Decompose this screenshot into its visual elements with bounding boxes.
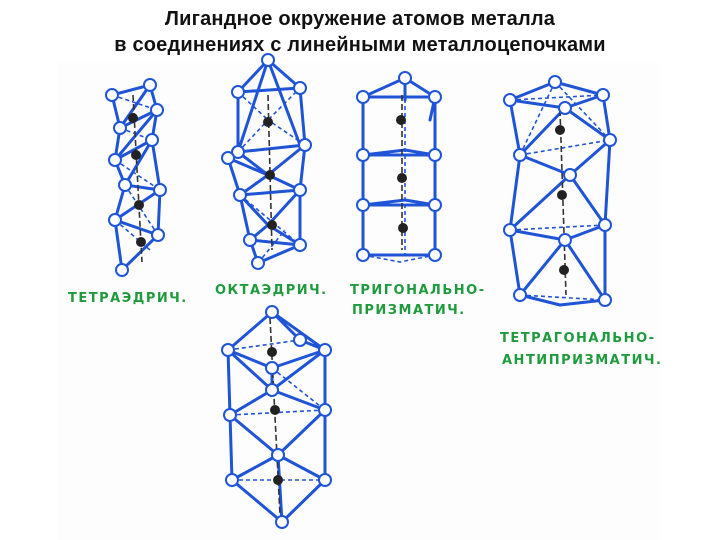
label-octahedral: ОКТАЭДРИЧ. — [215, 283, 328, 298]
slide-title-line-2: в соединениях с линейными металлоцепочка… — [114, 34, 606, 56]
label-trigonal-prismatic-1: ТРИГОНАЛЬНО- — [350, 283, 486, 298]
label-trigonal-prismatic-2: ПРИЗМАТИЧ. — [352, 303, 466, 318]
face-sharing-octahedral-chain — [221, 305, 332, 529]
label-tetragonal-antiprismatic-2: АНТИПРИЗМАТИЧ. — [502, 353, 662, 368]
trigonal-prismatic-chain — [356, 71, 442, 263]
label-tetrahedral: ТЕТРАЭДРИЧ. — [68, 291, 188, 306]
tetrahedral-chain — [105, 78, 167, 277]
tetragonal-antiprismatic-chain — [503, 75, 617, 307]
octahedral-chain — [221, 53, 312, 270]
slide-title-line-1: Лигандное окружение атомов металла — [164, 8, 556, 30]
label-tetragonal-antiprismatic-1: ТЕТРАГОНАЛЬНО- — [500, 331, 656, 346]
